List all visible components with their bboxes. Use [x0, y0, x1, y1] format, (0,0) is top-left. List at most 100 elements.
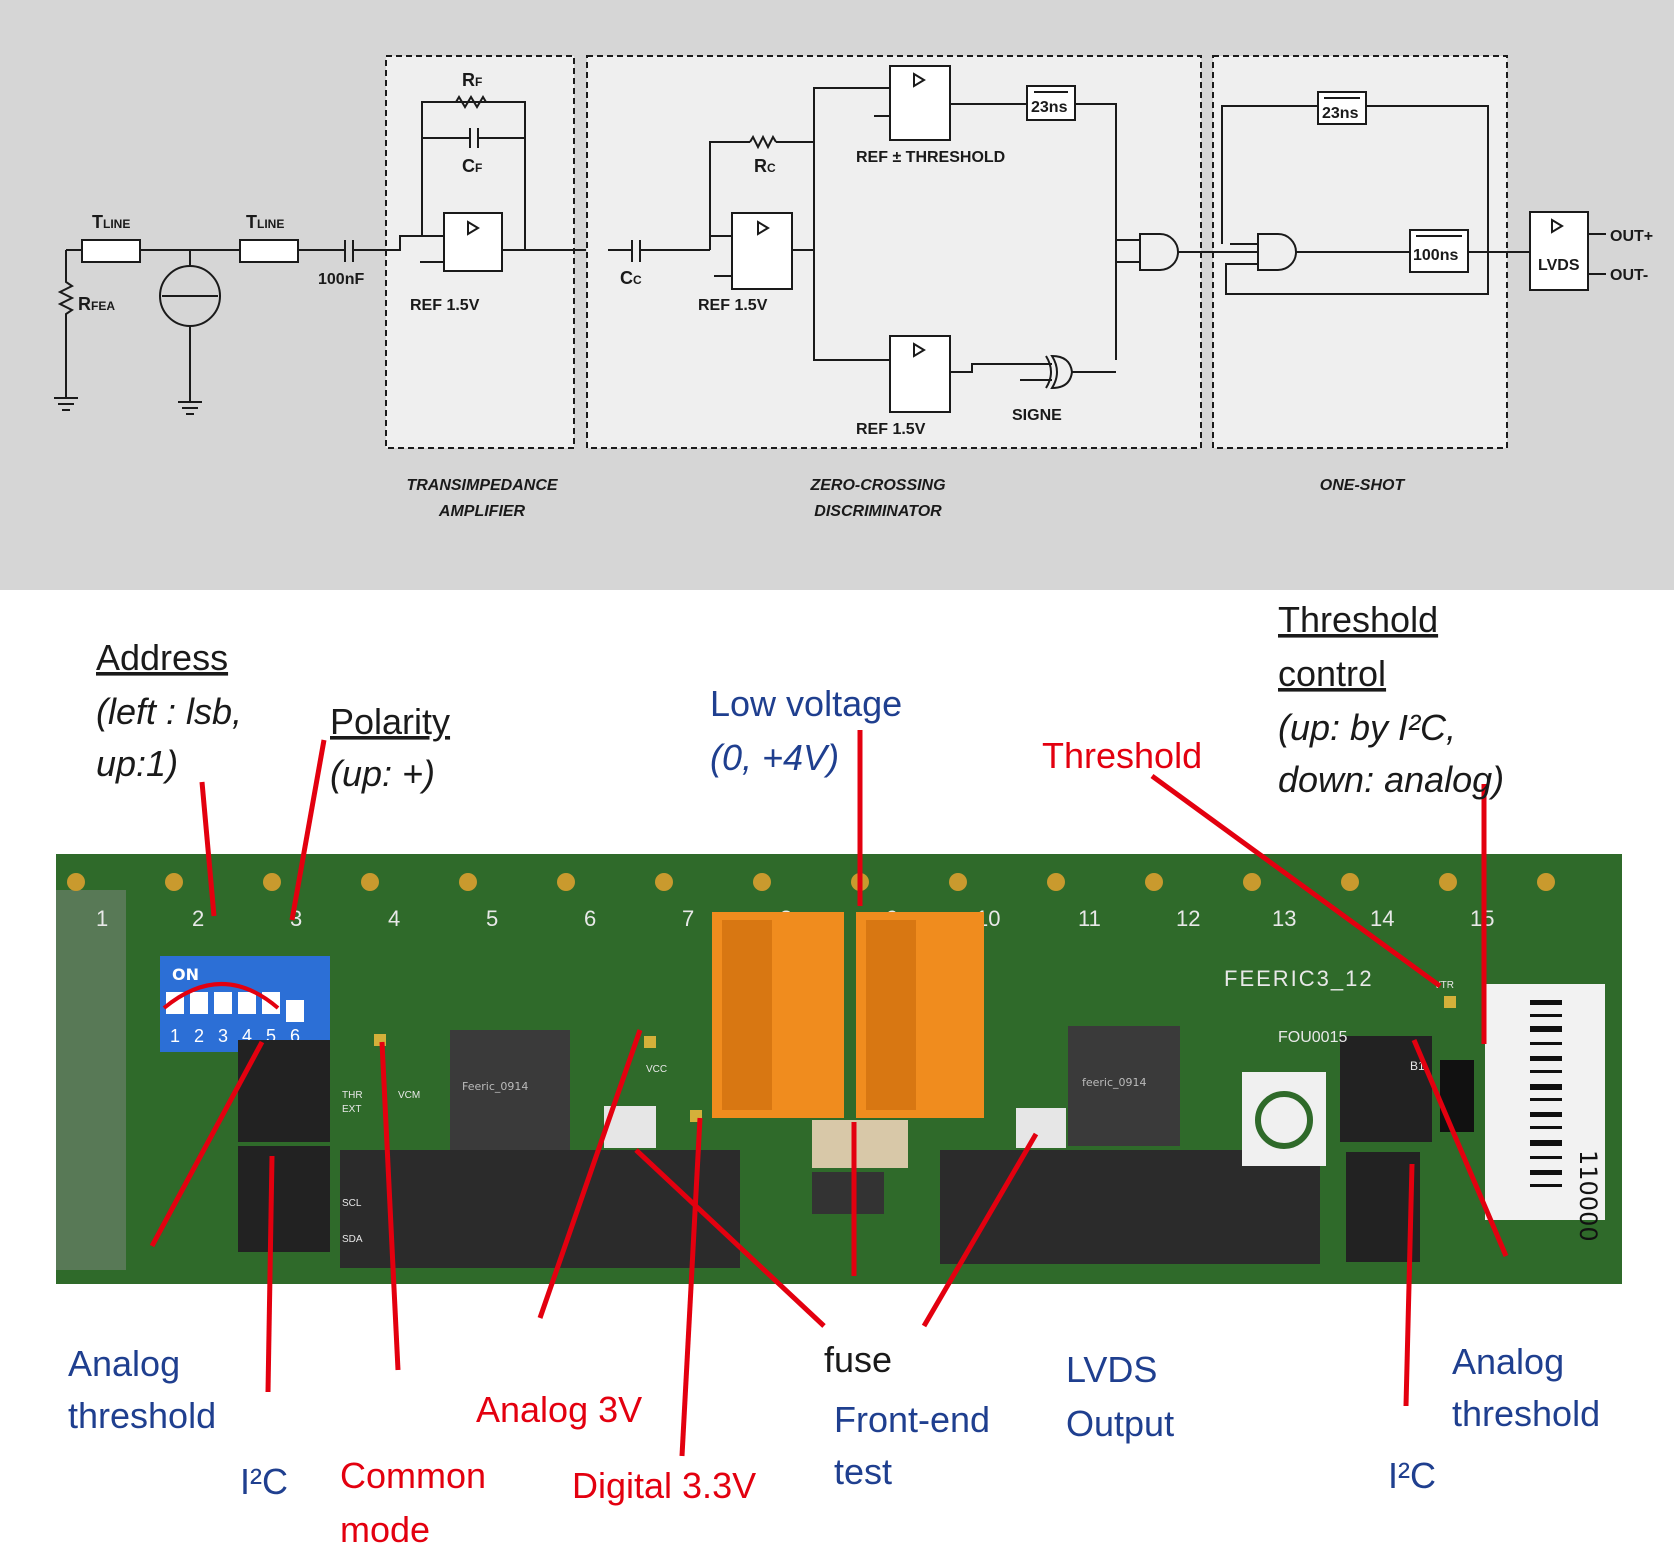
rf-label: RF [462, 70, 482, 90]
tia-ref-label: REF 1.5V [410, 297, 480, 314]
oneshot-circuit [1214, 91, 1606, 295]
frontend-test-line-1: Front-end [834, 1399, 990, 1440]
sma-connectors [67, 873, 1555, 891]
silk-ext: EXT [342, 1104, 361, 1115]
threshold-label: Threshold [1042, 735, 1202, 776]
analog-3v-label: Analog 3V [476, 1389, 642, 1430]
cap-100nf-label: 100nF [318, 271, 364, 288]
oneshot-pulse-label: 100ns [1413, 247, 1458, 264]
r-fea-label: RFEA [78, 294, 115, 314]
asic-left [450, 1030, 570, 1150]
cc-label: CC [620, 268, 642, 288]
tia-circuit [414, 95, 586, 272]
analog-threshold-connector-left[interactable] [238, 1040, 330, 1142]
out-minus-label: OUT- [1610, 267, 1648, 284]
analog-threshold-left-line-1: Analog [68, 1343, 180, 1384]
threshold-control-jumper[interactable] [1440, 1060, 1474, 1132]
schematic-drawing: TLINE TLINE RFEA 100nF RF CF REF 1.5V [54, 55, 1653, 520]
board-name: FEERIC3_12 [1224, 966, 1374, 991]
zc-circuit [608, 65, 1214, 413]
common-mode-line-2: mode [340, 1509, 430, 1550]
delay-top-label: 23ns [1031, 99, 1068, 116]
dip-number: 2 [194, 1026, 204, 1046]
silk-sda: SDA [342, 1234, 363, 1245]
dip-on-label: ON [172, 965, 199, 984]
lvds-output-line-1: LVDS [1066, 1349, 1157, 1390]
schematic-panel: TLINE TLINE RFEA 100nF RF CF REF 1.5V [0, 0, 1674, 590]
block-zc-caption-1: ZERO-CROSSING [809, 477, 945, 494]
low-voltage-connector[interactable] [712, 912, 984, 1118]
analog-3v-testpoint[interactable] [644, 1036, 656, 1048]
threshold-control-title-2: control [1278, 653, 1386, 694]
address-line-1: (left : lsb, [96, 691, 242, 732]
asic-right [1068, 1026, 1180, 1146]
block-oneshot-caption: ONE-SHOT [1320, 477, 1406, 494]
analog-threshold-left-line-2: threshold [68, 1395, 216, 1436]
tline-left-label: TLINE [92, 212, 130, 232]
lower-ref-label: REF 1.5V [856, 421, 926, 438]
dip-number: 1 [170, 1026, 180, 1046]
silk-vtr: VTR [1434, 980, 1454, 991]
lvds-output-line-2: Output [1066, 1403, 1174, 1444]
threshold-testpoint[interactable] [1444, 996, 1456, 1008]
channel-number: 2 [192, 906, 204, 931]
polarity-title: Polarity [330, 701, 450, 742]
low-voltage-title: Low voltage [710, 683, 902, 724]
zc-ref-label: REF 1.5V [698, 297, 768, 314]
signe-label: SIGNE [1012, 407, 1062, 424]
board-serial: FOU0015 [1278, 1029, 1347, 1046]
frontend-test-line-2: test [834, 1451, 892, 1492]
dip-switch[interactable]: ON 1 2 3 4 5 6 [160, 956, 330, 1052]
address-line-2: up:1) [96, 743, 178, 784]
lvds-driver-label: LVDS [1538, 257, 1580, 274]
dip-number: 6 [290, 1026, 300, 1046]
silk-scl: SCL [342, 1198, 362, 1209]
fuse-label: fuse [824, 1339, 892, 1380]
channel-number: 7 [682, 906, 694, 931]
analog-threshold-right-line-1: Analog [1452, 1341, 1564, 1382]
silk-thr: THR [342, 1090, 363, 1101]
lvds-output-connector-left[interactable] [340, 1150, 740, 1268]
frontend-test-connector-right[interactable] [1016, 1108, 1066, 1148]
silk-vcm: VCM [398, 1090, 420, 1101]
channel-number: 12 [1176, 906, 1200, 931]
channel-number: 5 [486, 906, 498, 931]
asic-right-marking: feeric_0914 [1082, 1076, 1147, 1089]
channel-number: 14 [1370, 906, 1394, 931]
oneshot-delay-label: 23ns [1322, 105, 1359, 122]
i2c-right-label: I²C [1388, 1455, 1436, 1496]
i2c-connector-left[interactable] [238, 1146, 330, 1252]
common-mode-line-1: Common [340, 1455, 486, 1496]
board-photo-panel: 1 2 3 4 5 6 7 8 9 10 11 12 13 14 15 ON 1… [0, 590, 1674, 1557]
barcode-label [1485, 984, 1605, 1220]
rc-label: RC [754, 156, 776, 176]
fuse-inductor [812, 1172, 884, 1214]
threshold-control-line-1: (up: by I²C, [1278, 707, 1456, 748]
threshold-control-line-2: down: analog) [1278, 759, 1504, 800]
threshold-ref-label: REF ± THRESHOLD [856, 149, 1005, 166]
digital-3v3-label: Digital 3.3V [572, 1465, 756, 1506]
analog-threshold-right-line-2: threshold [1452, 1393, 1600, 1434]
lvds-output-connector-right[interactable] [940, 1150, 1320, 1264]
i2c-left-label: I²C [240, 1461, 288, 1502]
polarity-line-1: (up: +) [330, 753, 435, 794]
channel-number: 4 [388, 906, 400, 931]
channel-number: 11 [1078, 906, 1101, 931]
channel-number: 1 [96, 906, 108, 931]
input-network [54, 235, 414, 415]
cf-label: CF [462, 156, 482, 176]
channel-number: 13 [1272, 906, 1296, 931]
asic-left-marking: Feeric_0914 [462, 1080, 528, 1093]
annotation-arrows [149, 730, 1509, 1457]
analog-threshold-connector-right[interactable] [1340, 1036, 1432, 1142]
block-tia-caption-2: AMPLIFIER [438, 503, 526, 520]
dip-number: 5 [266, 1026, 276, 1046]
tline-right-label: TLINE [246, 212, 284, 232]
dip-number: 4 [242, 1026, 252, 1046]
channel-number: 6 [584, 906, 596, 931]
out-plus-label: OUT+ [1610, 228, 1653, 245]
dip-number: 3 [218, 1026, 228, 1046]
block-tia-caption-1: TRANSIMPEDANCE [406, 477, 558, 494]
barcode-number: 110000 [1574, 1150, 1602, 1242]
fuse [812, 1120, 908, 1168]
